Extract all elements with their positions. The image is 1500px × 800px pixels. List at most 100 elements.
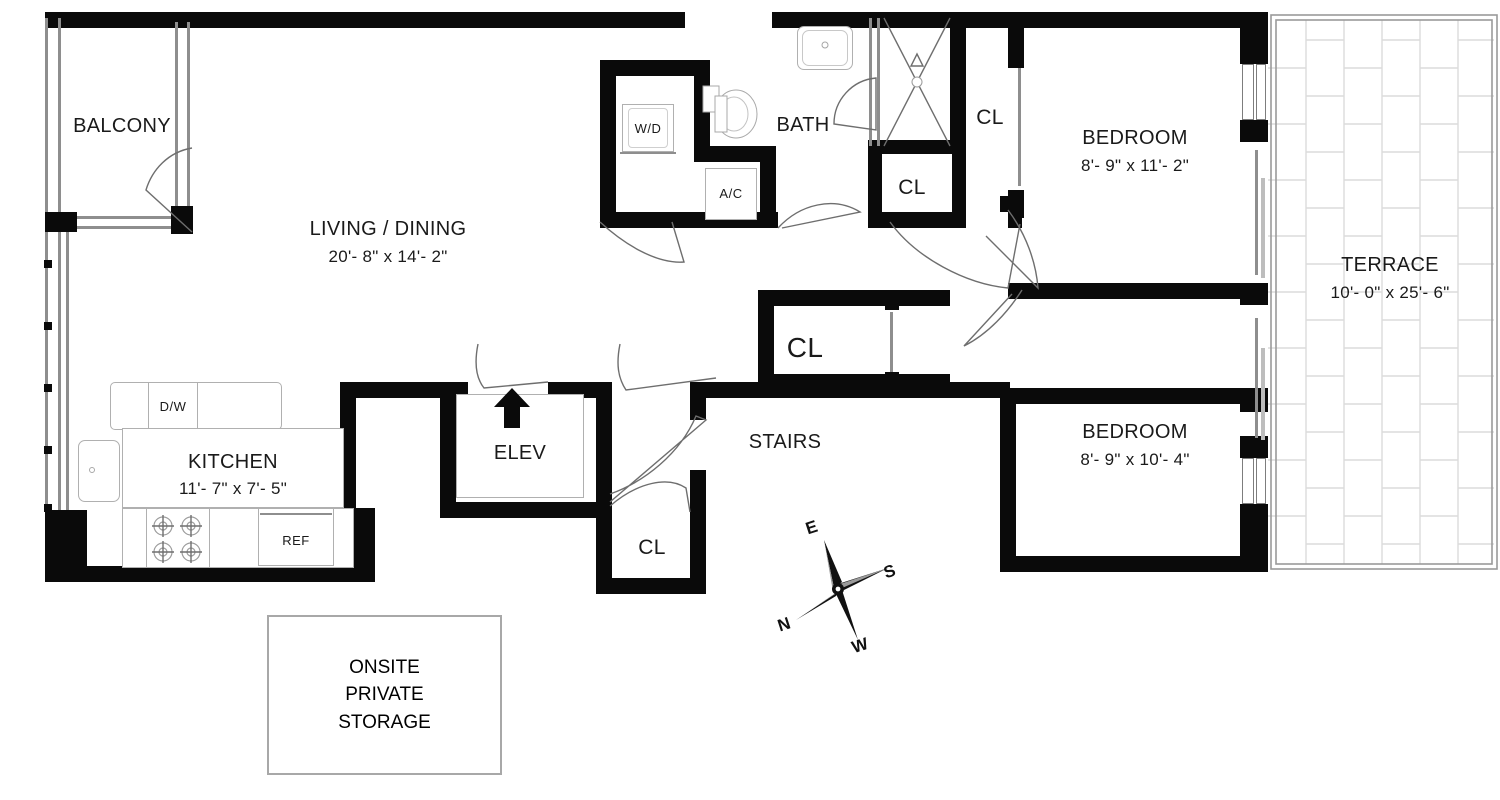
cl-center-jamb-top (885, 300, 899, 310)
wall-cl-center-west (758, 290, 774, 382)
wall-exterior-top-left (45, 12, 685, 28)
wall-balcony-rail-inner (58, 18, 61, 543)
rail-post-5 (44, 504, 52, 512)
door-swing-cl-hall (889, 221, 1021, 289)
wall-laundry-north (600, 60, 710, 76)
refrigerator-top-line (260, 513, 332, 515)
wall-shower-east (950, 12, 966, 152)
dishwasher-unit (148, 382, 198, 430)
wall-laundry-west (600, 60, 616, 228)
wall-bedroom1-southeast-post (1240, 283, 1268, 305)
wall-laundry-east (694, 60, 710, 160)
door-swing-bath (777, 203, 862, 229)
kitchen-island (122, 428, 344, 508)
wall-stairs-west-jamb (690, 382, 706, 420)
room-dims-kitchen: 11'- 7" x 7'- 5" (178, 479, 288, 498)
wall-bedroom1-east-post-mid (1240, 120, 1268, 142)
wall-stairs-north (690, 382, 1010, 398)
storage-label-line-3: STORAGE (338, 711, 431, 733)
appliance-label-ac: A/C (719, 186, 743, 201)
wall-bedroom2-west (1000, 388, 1016, 572)
room-dims-terrace: 10'- 0" x 25'- 6" (1330, 283, 1450, 302)
washer-dryer-base (620, 152, 676, 154)
wall-stairs-west-lower (690, 470, 706, 490)
storage-label-line-1: ONSITE (349, 656, 420, 678)
toilet-fixture (702, 85, 758, 139)
wall-bedroom1-east-post-top (1240, 12, 1268, 64)
shower-pan-diagonals (883, 17, 951, 147)
room-dims-bedroom-1: 8'- 9" x 11'- 2" (1080, 156, 1190, 175)
balcony-bottom-glass-2 (75, 226, 183, 229)
wall-cl-hall-west (868, 140, 882, 226)
closet-label-east: CL (976, 106, 1004, 129)
wall-bedroom2-east-post-mid (1240, 436, 1268, 458)
wall-balcony-rail-outer (45, 18, 48, 543)
refrigerator-unit (258, 508, 334, 566)
rail-post-1 (44, 260, 52, 268)
elevator-up-arrow-icon (494, 388, 530, 428)
rail-post-4 (44, 446, 52, 454)
room-dims-living-dining: 20'- 8" x 14'- 2" (328, 247, 448, 266)
wall-bedroom2-east-post-bottom (1240, 504, 1268, 564)
wall-cl-south-west (596, 502, 612, 594)
wall-exterior-top-right (772, 12, 1252, 28)
cl-east-bifold-door (1018, 66, 1021, 186)
room-label-terrace: TERRACE (1341, 254, 1439, 276)
appliance-label-refrigerator: REF (282, 533, 310, 548)
appliance-label-washer-dryer: W/D (634, 121, 662, 136)
cl-center-door-line (890, 312, 893, 372)
compass-star-icon (796, 540, 888, 640)
wall-exterior-bottom-kitchen (45, 566, 375, 582)
compass-rose: E S N W (775, 517, 908, 658)
door-swing-stairs-vest (609, 415, 708, 503)
terrace-area (1268, 12, 1500, 572)
room-label-bedroom-1: BEDROOM (1082, 127, 1188, 149)
room-label-stairs: STAIRS (748, 431, 822, 453)
terrace-tile-pattern (1268, 12, 1500, 572)
wall-shower-south (868, 140, 966, 154)
wall-bedroom1-west-top (1008, 28, 1024, 68)
door-swing-bedroom2 (985, 209, 1039, 290)
shower-door-swing (833, 77, 877, 131)
onsite-private-storage-box: ONSITE PRIVATE STORAGE (267, 615, 502, 775)
wall-cl-hall-south (868, 212, 966, 228)
balcony-partition-outer (175, 22, 178, 210)
wall-cl-center-north (758, 290, 950, 306)
wall-cl-south-east (690, 490, 706, 594)
kitchen-left-fixture (78, 440, 120, 502)
bedroom1-slider-pane-right (1256, 64, 1266, 120)
door-swing-bedroom1 (963, 289, 1023, 347)
door-swing-balcony (145, 147, 193, 233)
wall-elev-south (440, 502, 612, 518)
closet-label-south: CL (638, 536, 666, 559)
washer-dryer-drum (628, 108, 668, 148)
room-label-balcony: BALCONY (73, 115, 171, 137)
wall-bath-south (600, 212, 710, 228)
room-label-living-dining: LIVING / DINING (309, 218, 467, 240)
closet-label-hall: CL (898, 176, 926, 199)
appliance-label-dishwasher: D/W (159, 399, 187, 414)
wall-cl-south-south (596, 578, 706, 594)
wall-bath-west (760, 146, 776, 228)
rail-post-2 (44, 322, 52, 330)
rail-post-3 (44, 384, 52, 392)
shower-glass-frame-1 (869, 18, 872, 146)
bedroom1-window-frame (1255, 150, 1258, 275)
wall-bedroom1-south (1008, 283, 1252, 299)
door-swing-cl-south (609, 481, 691, 513)
cl-center-jamb-bottom (885, 372, 899, 384)
bedroom2-slider-pane-right (1256, 458, 1266, 504)
closet-label-center: CL (786, 332, 824, 363)
balcony-left-post (45, 212, 77, 232)
door-swing-stairs-north (617, 343, 717, 391)
wall-cl-hall-east (952, 140, 966, 226)
shower-glass-frame-2 (877, 18, 880, 146)
door-swing-laundry (599, 221, 685, 263)
room-label-bedroom-2: BEDROOM (1082, 421, 1188, 443)
ac-unit-box (705, 168, 757, 220)
balcony-bottom-glass-1 (75, 216, 183, 219)
bedroom2-slider-pane-left (1242, 458, 1254, 504)
cooktop-burners-icon (152, 515, 202, 563)
wall-elev-west (440, 382, 456, 518)
room-label-bath: BATH (776, 114, 830, 136)
